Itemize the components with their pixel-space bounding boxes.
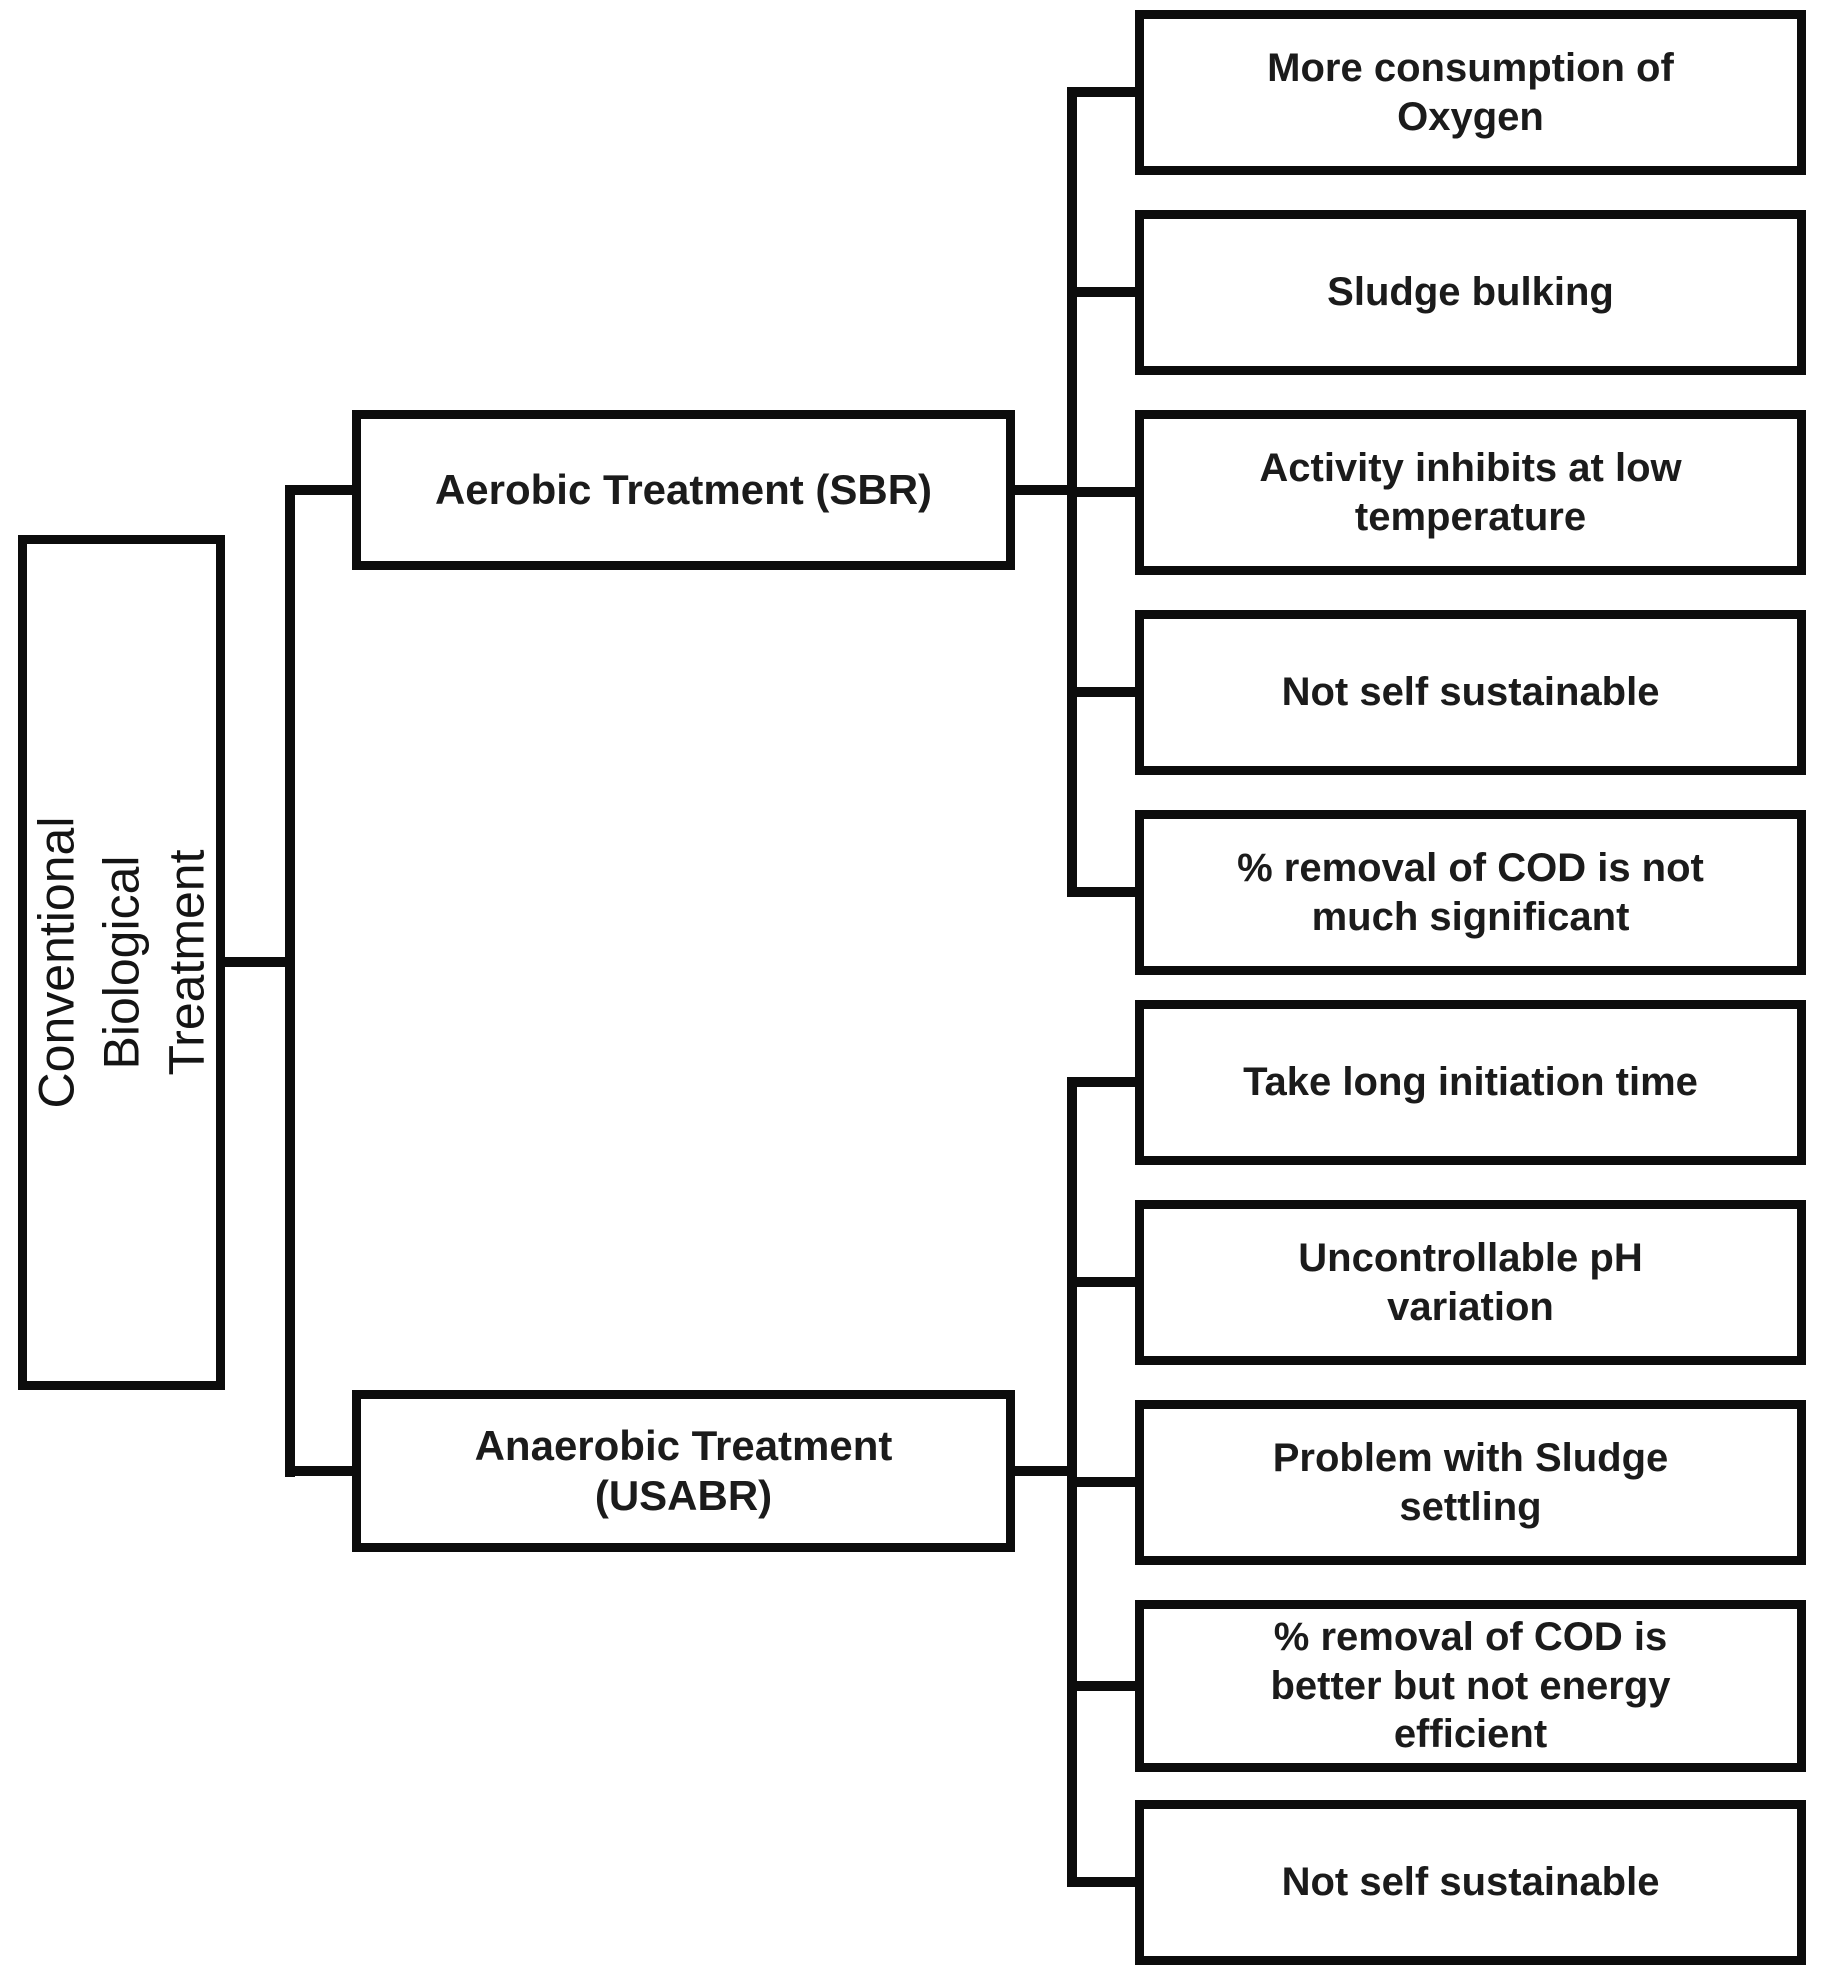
branch-box-anaerobic-treatment: Anaerobic Treatment (USABR): [352, 1390, 1015, 1552]
leaf-box-more-oxygen-consumption: More consumption of Oxygen: [1135, 10, 1806, 175]
branch-box-aerobic-treatment: Aerobic Treatment (SBR): [352, 410, 1015, 570]
connector-stub-leaf-b1: [1067, 1077, 1135, 1087]
leaf-box-not-self-sustainable-anaerobic: Not self sustainable: [1135, 1800, 1806, 1965]
connector-stub-leaf-a4: [1067, 687, 1135, 697]
connector-stub-leaf-b4: [1067, 1681, 1135, 1691]
root-box-conventional-biological-treatment: Conventional Biological Treatment: [18, 535, 225, 1390]
root-box-label: Conventional Biological Treatment: [28, 816, 214, 1109]
connector-stub-to-anaerobic: [285, 1466, 352, 1476]
connector-root-stub: [225, 957, 290, 967]
leaf-box-long-initiation-time: Take long initiation time: [1135, 1000, 1806, 1165]
leaf-box-sludge-settling-problem: Problem with Sludge settling: [1135, 1400, 1806, 1565]
leaf-box-uncontrollable-ph-variation: Uncontrollable pH variation: [1135, 1200, 1806, 1365]
connector-stub-leaf-a1: [1067, 87, 1135, 97]
connector-stub-to-aerobic: [285, 485, 352, 495]
connector-aerobic-out-stub: [1015, 485, 1077, 495]
connector-stub-leaf-a3: [1067, 487, 1135, 497]
connector-stub-leaf-b3: [1067, 1477, 1135, 1487]
connector-stub-leaf-a2: [1067, 287, 1135, 297]
leaf-box-cod-removal-not-significant: % removal of COD is not much significant: [1135, 810, 1806, 975]
leaf-box-cod-removal-better-not-energy-efficient: % removal of COD is better but not energ…: [1135, 1600, 1806, 1772]
connector-stub-leaf-a5: [1067, 887, 1135, 897]
connector-left-trunk: [285, 485, 295, 1477]
leaf-box-activity-inhibits-low-temperature: Activity inhibits at low temperature: [1135, 410, 1806, 575]
connector-anaerobic-out-stub: [1015, 1466, 1077, 1476]
connector-stub-leaf-b2: [1067, 1277, 1135, 1287]
leaf-box-sludge-bulking: Sludge bulking: [1135, 210, 1806, 375]
leaf-box-not-self-sustainable-aerobic: Not self sustainable: [1135, 610, 1806, 775]
connector-stub-leaf-b5: [1067, 1877, 1135, 1887]
